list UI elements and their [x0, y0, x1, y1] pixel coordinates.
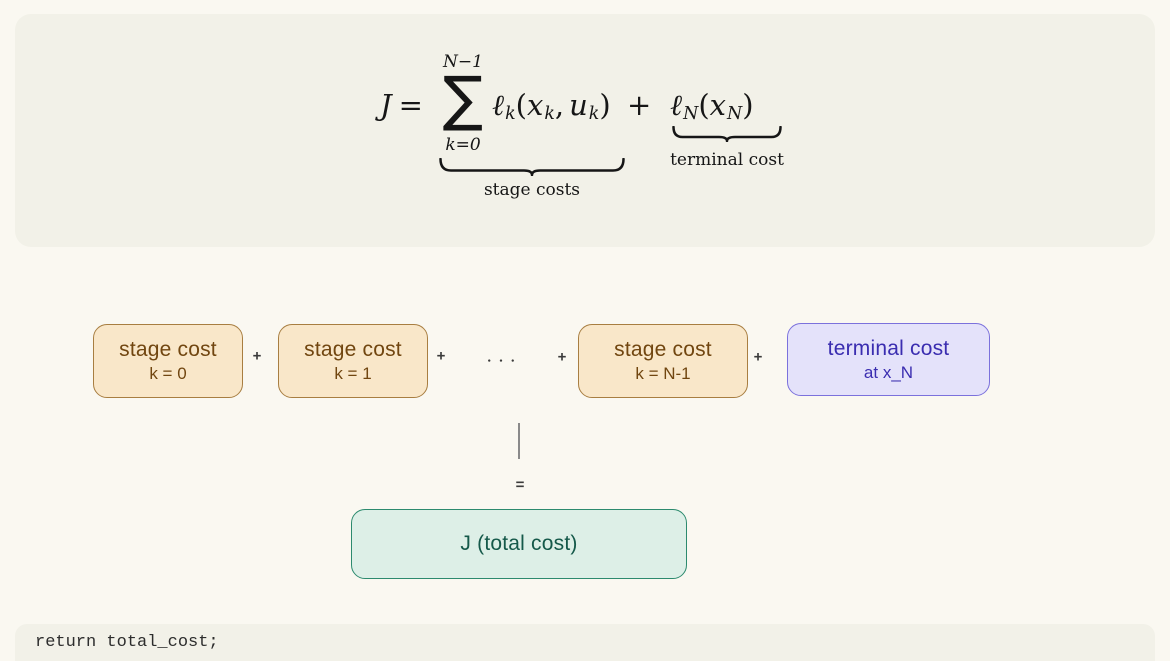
- subscript-N: N: [683, 103, 699, 124]
- box-title: J (total cost): [460, 532, 578, 555]
- state-var: x: [709, 88, 726, 122]
- box-title: stage cost: [304, 338, 402, 361]
- code-line: return total_cost;: [35, 633, 219, 652]
- plus-operator: +: [627, 88, 652, 122]
- subscript-N: N: [727, 103, 743, 124]
- state-var: x: [526, 88, 544, 122]
- total-cost-box: J (total cost): [351, 509, 687, 579]
- code-bar: return total_cost;: [15, 624, 1155, 661]
- box-title: stage cost: [119, 338, 217, 361]
- box-subtitle: k = 1: [334, 364, 372, 383]
- stage-underbrace-label: stage costs: [483, 180, 581, 200]
- terminal-underbrace-icon: [672, 126, 782, 142]
- formula-lhs: J=: [380, 82, 423, 128]
- stage-cost-box: stage cost k = 1: [278, 324, 428, 398]
- open-paren: (: [515, 88, 527, 122]
- subscript-k: k: [505, 103, 516, 124]
- box-subtitle: at x_N: [863, 362, 914, 382]
- box-title: terminal cost: [827, 336, 950, 360]
- input-var: u: [569, 88, 588, 122]
- comma: ,: [554, 88, 565, 122]
- stage-cost-box: stage cost k = 0: [93, 324, 243, 398]
- ellipsis: ...: [486, 345, 522, 367]
- box-subtitle: k = 0: [149, 364, 187, 383]
- ell-symbol: ℓ: [492, 88, 505, 122]
- terminal-underbrace-label: terminal cost: [670, 150, 784, 170]
- equals-sign: =: [515, 476, 525, 494]
- close-paren: ): [599, 88, 611, 122]
- summation-icon: ∑: [442, 64, 484, 134]
- formula-panel: J= N−1 ∑ k=0 ℓk(xk,uk) + ℓN(xN) stage co…: [15, 14, 1155, 247]
- sum-upper-limit: N−1: [443, 52, 483, 72]
- formula-j: J: [380, 88, 392, 122]
- stage-underbrace-icon: [439, 158, 625, 176]
- plus-sign: +: [252, 347, 262, 365]
- formula-equals: =: [398, 88, 423, 122]
- cost-formula: J= N−1 ∑ k=0 ℓk(xk,uk) + ℓN(xN) stage co…: [378, 52, 808, 217]
- connector-line: [518, 423, 520, 459]
- box-subtitle: k = N-1: [635, 364, 691, 383]
- terminal-cost-term: ℓN(xN): [670, 82, 754, 137]
- box-title: stage cost: [614, 338, 712, 361]
- terminal-cost-box: terminal cost at x_N: [787, 323, 990, 396]
- plus-sign: +: [753, 348, 763, 366]
- sum-lower-limit: k=0: [445, 135, 481, 155]
- subscript-k: k: [544, 103, 555, 124]
- plus-sign: +: [436, 347, 446, 365]
- stage-cost-term: ℓk(xk,uk): [492, 82, 611, 137]
- subscript-k: k: [588, 103, 600, 124]
- ell-symbol: ℓ: [670, 88, 683, 122]
- close-paren: ): [742, 88, 754, 122]
- plus-sign: +: [557, 348, 567, 366]
- open-paren: (: [698, 88, 710, 122]
- stage-cost-box: stage cost k = N-1: [578, 324, 748, 398]
